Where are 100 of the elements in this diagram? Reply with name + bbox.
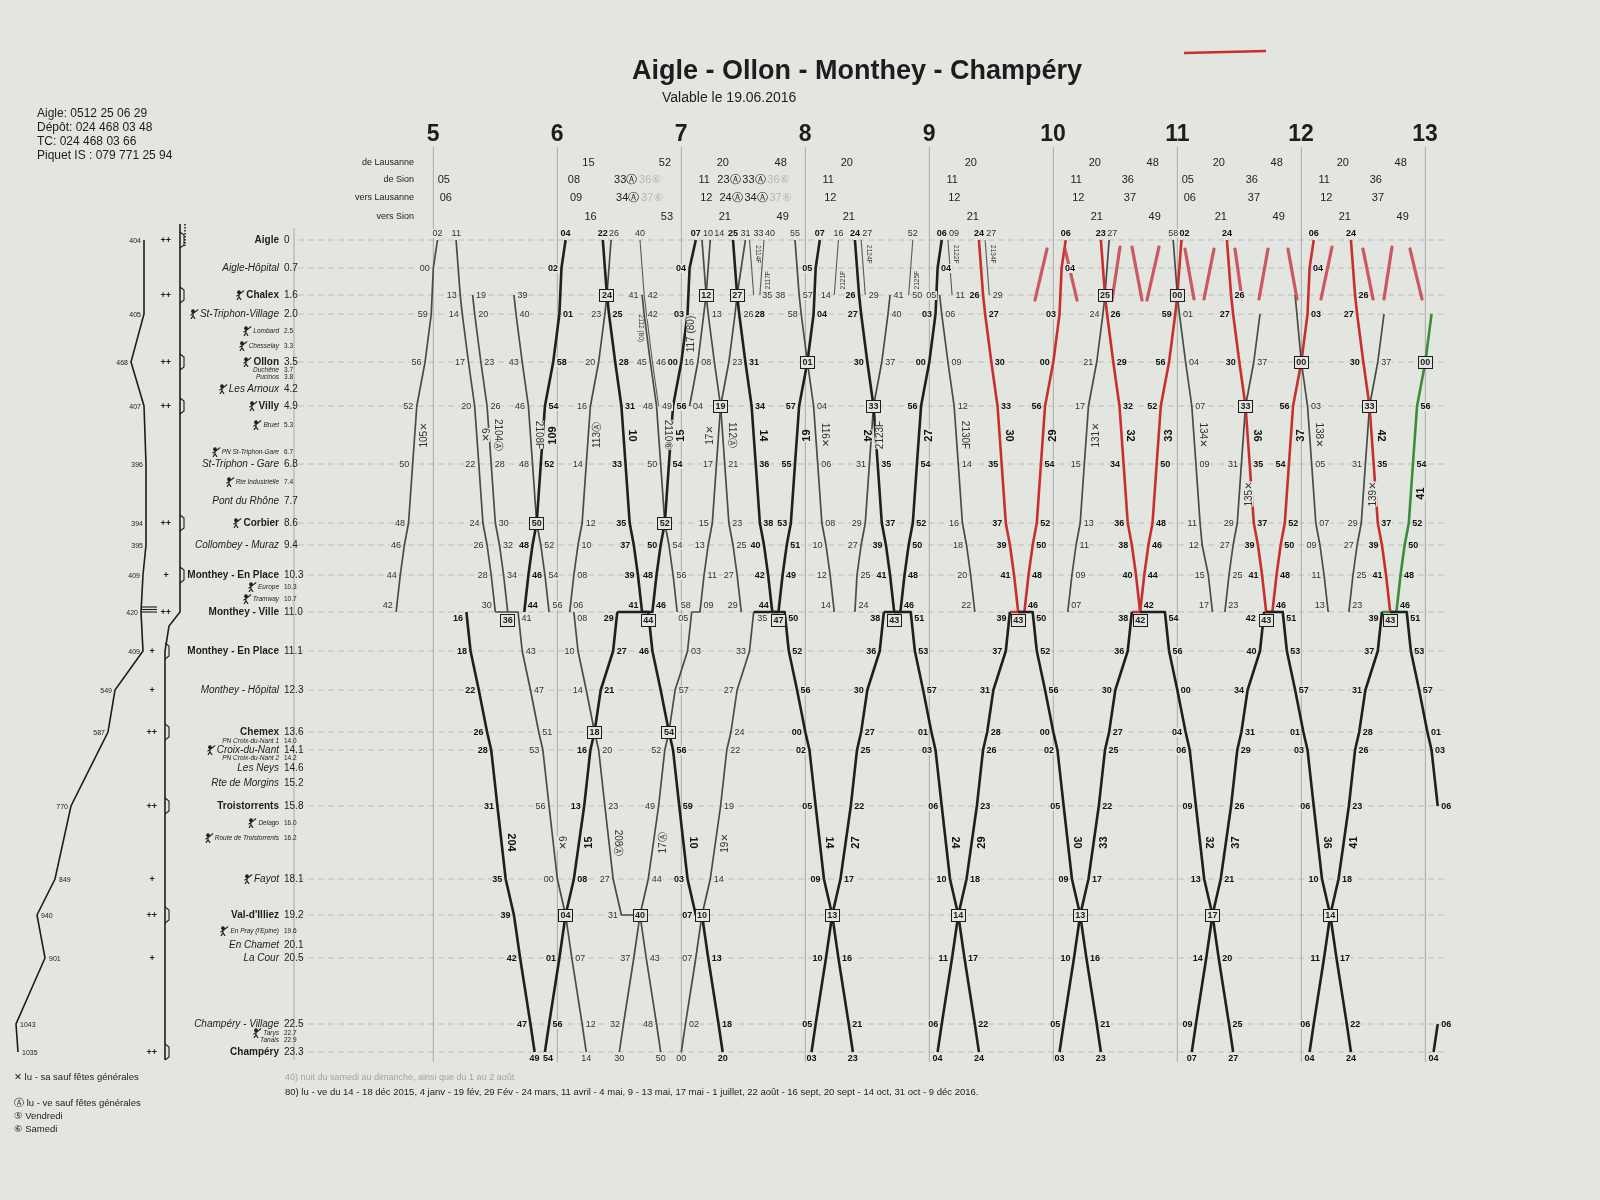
station-name: Monthey - Hôpital (200, 685, 279, 695)
time-label: 19 (475, 290, 487, 300)
station-name: Champéry - Village (194, 1019, 279, 1029)
train-number: 139✕ (1367, 480, 1378, 507)
time-label: 18 (969, 874, 981, 884)
time-label: 41 (1248, 570, 1260, 580)
time-label: 31 (1227, 459, 1239, 469)
station-name: Pont du Rhône (212, 496, 279, 506)
train-number: 134✕ (1197, 422, 1208, 448)
train-number: 15 (583, 836, 594, 849)
time-label: 06 (1440, 1019, 1452, 1029)
time-label: 51 (1285, 614, 1297, 623)
time-label: 32 (609, 1019, 621, 1029)
time-label: 04 (1188, 357, 1200, 367)
time-label: 28 (990, 727, 1002, 737)
train-number: 138✕ (1313, 422, 1324, 448)
time-label: 39 (499, 910, 511, 920)
time-label: 30 (1225, 357, 1237, 367)
time-label: 27 (723, 570, 735, 580)
time-label: 50 (1159, 459, 1171, 469)
time-label: 26 (490, 401, 502, 411)
time-label: 09 (1181, 1019, 1193, 1029)
time-label: 57 (785, 401, 797, 411)
time-label: 35 (491, 874, 503, 884)
connection-time: 20 (716, 156, 729, 168)
time-label: 40 (634, 229, 646, 238)
time-label: 48 (1403, 570, 1415, 580)
time-label: 34 (1233, 685, 1245, 695)
connection-time: 11 (1318, 173, 1330, 185)
crossing-mark: ++ (160, 401, 171, 411)
time-label: 30 (853, 685, 865, 695)
time-label: 51 (541, 727, 553, 737)
time-label: 34 (1109, 459, 1121, 469)
train-number: 24 (861, 428, 873, 442)
station-name: Champéry (230, 1047, 279, 1057)
time-label: 31 (1351, 685, 1363, 695)
crossing-mark: + (149, 874, 155, 884)
train-number: 19✕ (719, 832, 730, 853)
time-label: 06 (1299, 1019, 1311, 1029)
time-label: 33 (1000, 401, 1012, 411)
time-label: 20 (584, 357, 596, 367)
time-label: 44 (1147, 570, 1159, 580)
time-label: 44 (527, 601, 539, 610)
hour-label: 13 (1412, 122, 1438, 145)
train-number: 14 (757, 428, 769, 442)
connection-time: 34Ⓐ (616, 191, 640, 203)
time-label: 49 (785, 570, 797, 580)
title: Aigle - Ollon - Monthey - Champéry (632, 57, 1083, 84)
connection-time: 21 (1214, 210, 1227, 222)
time-label: 52 (543, 459, 555, 469)
station-km: 0 (284, 235, 290, 245)
time-label: 28 (477, 570, 489, 580)
time-label: 44 (651, 874, 663, 884)
time-label: 14 (572, 685, 584, 695)
time-label: 34 (506, 570, 518, 580)
station-km: 10.3 (284, 570, 304, 580)
time-label: 10 (936, 874, 947, 884)
connection-time: 11 (822, 173, 834, 185)
time-label: 03 (1293, 745, 1305, 755)
connection-time: 52 (658, 156, 672, 168)
crossing-time: 19 (713, 399, 729, 413)
hour-label: 10 (1040, 122, 1066, 145)
train-number: 131✕ (1090, 422, 1101, 448)
time-label: 24 (1345, 1054, 1357, 1063)
time-label: 20 (601, 745, 613, 755)
train-number: 37 (1294, 428, 1306, 442)
time-label: 00 (1039, 357, 1051, 367)
time-label: 07 (1186, 1054, 1198, 1063)
time-label: 27 (864, 727, 876, 737)
time-label: 23 (979, 801, 991, 811)
time-label: 13 (1314, 601, 1326, 610)
time-label: 32 (502, 540, 514, 550)
crossing-mark: + (149, 685, 155, 695)
time-label: 46 (655, 357, 667, 367)
time-label: 50 (646, 540, 658, 550)
time-label: 16 (576, 745, 588, 755)
station-km: 11.1 (284, 646, 303, 656)
station-km: 19.2 (284, 910, 304, 920)
time-label: 40 (519, 309, 530, 319)
time-label: 55 (781, 459, 792, 469)
time-label: 01 (917, 727, 929, 737)
time-label: 52 (915, 518, 927, 528)
crossing-time: 33 (1238, 399, 1254, 413)
time-label: 24 (849, 229, 861, 238)
time-label: 16 (948, 518, 960, 528)
connection-time: 48 (774, 156, 787, 168)
time-label: 27 (1106, 229, 1118, 238)
time-label: 57 (802, 290, 814, 300)
time-label: 05 (801, 801, 813, 811)
time-label: 35 (756, 614, 768, 623)
time-label: 13 (570, 801, 582, 811)
station-name: La Cour (243, 953, 279, 963)
time-label: 41 (1000, 570, 1012, 580)
time-label: 37 (884, 357, 896, 367)
connection-time: 12 (824, 191, 837, 203)
time-label: 21 (727, 459, 739, 469)
time-label: 12 (957, 401, 969, 411)
time-label: 39 (995, 614, 1007, 623)
time-label: 12 (585, 518, 597, 528)
time-label: 04 (816, 401, 828, 411)
